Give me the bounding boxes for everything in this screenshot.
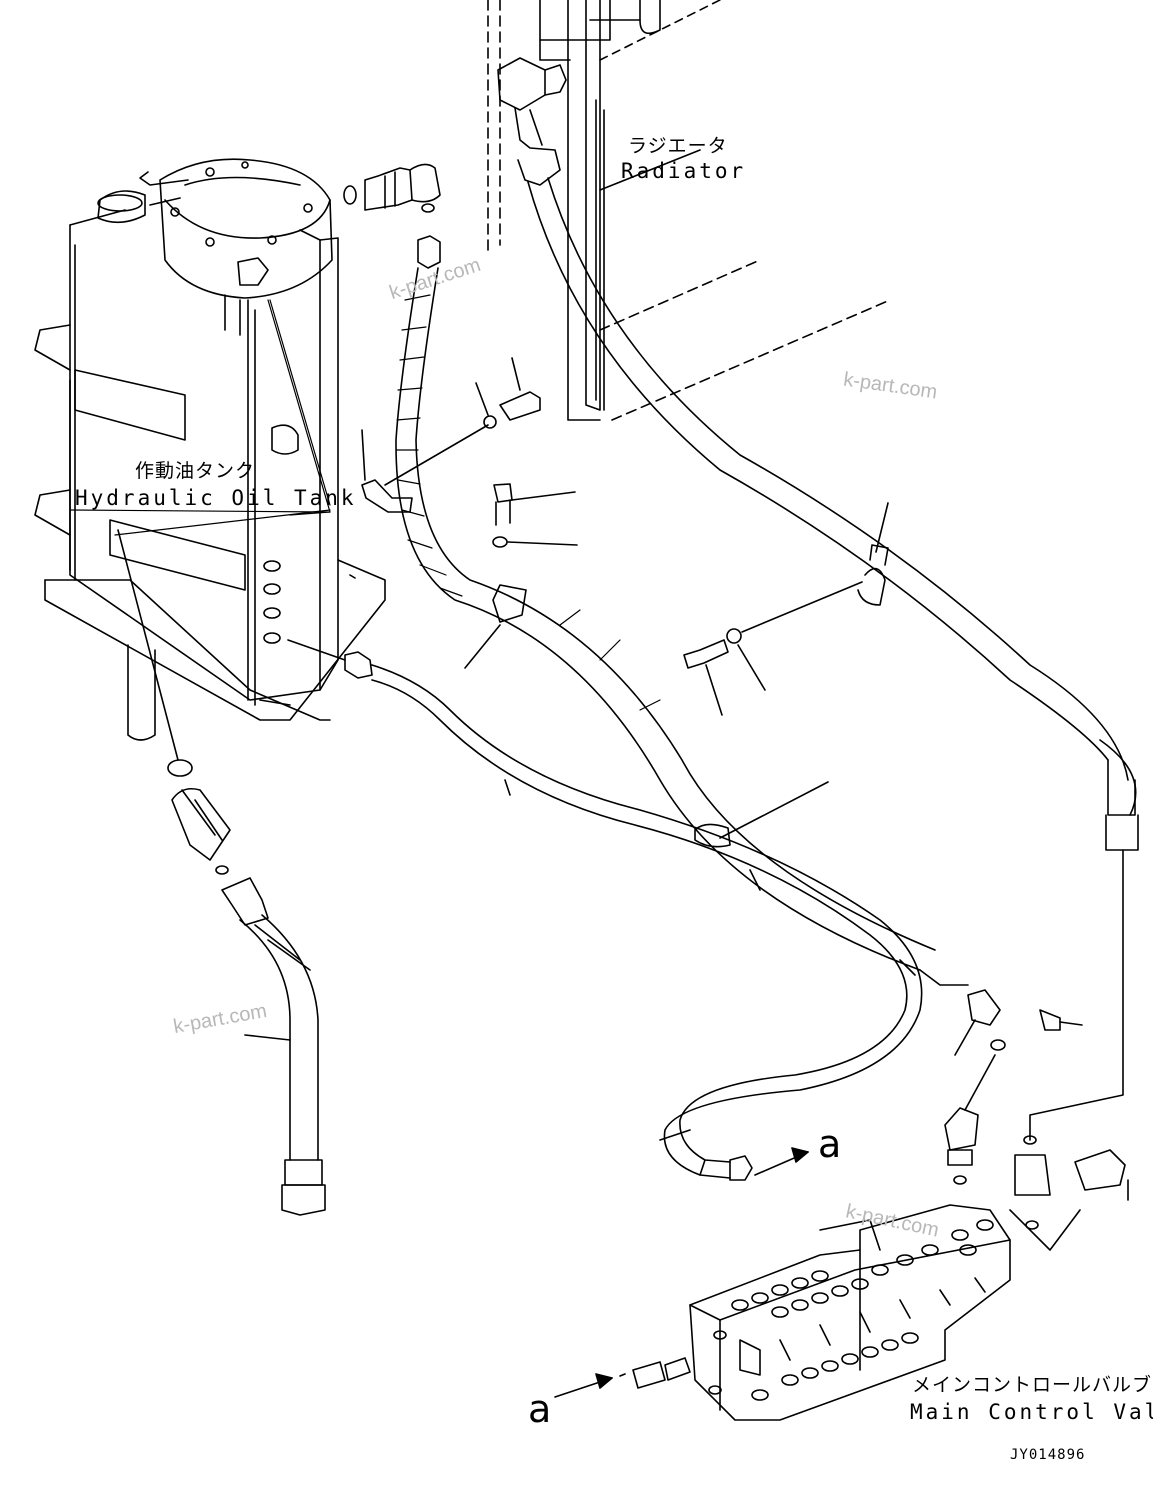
tank-label-en: Hydraulic Oil Tank — [75, 486, 357, 510]
ref-a-upper: a — [818, 1122, 842, 1166]
label-leaders — [69, 299, 331, 536]
hose-clamps — [361, 357, 1083, 1056]
valve-label-en: Main Control Valve — [910, 1400, 1153, 1424]
radiator-hose-fitting — [497, 57, 567, 186]
valve-fittings — [944, 1039, 1129, 1251]
tank-label-jp: 作動油タンク — [135, 460, 256, 482]
hydraulic-oil-tank — [34, 158, 386, 741]
tank-return-fitting — [343, 163, 441, 269]
radiator-label-jp: ラジエータ — [628, 135, 728, 157]
drawing-code: JY014896 — [1010, 1447, 1086, 1463]
radiator-hose — [527, 177, 1139, 1141]
suction-hose — [287, 639, 923, 1181]
main-control-valve — [689, 1204, 1011, 1421]
ref-a-lower: a — [528, 1387, 552, 1431]
radiator — [487, 0, 891, 421]
port-a-fittings — [554, 1147, 809, 1398]
radiator-label-en: Radiator — [621, 159, 747, 183]
drain-hose — [117, 529, 326, 1216]
valve-label-jp: メインコントロールバルブ — [912, 1374, 1153, 1396]
